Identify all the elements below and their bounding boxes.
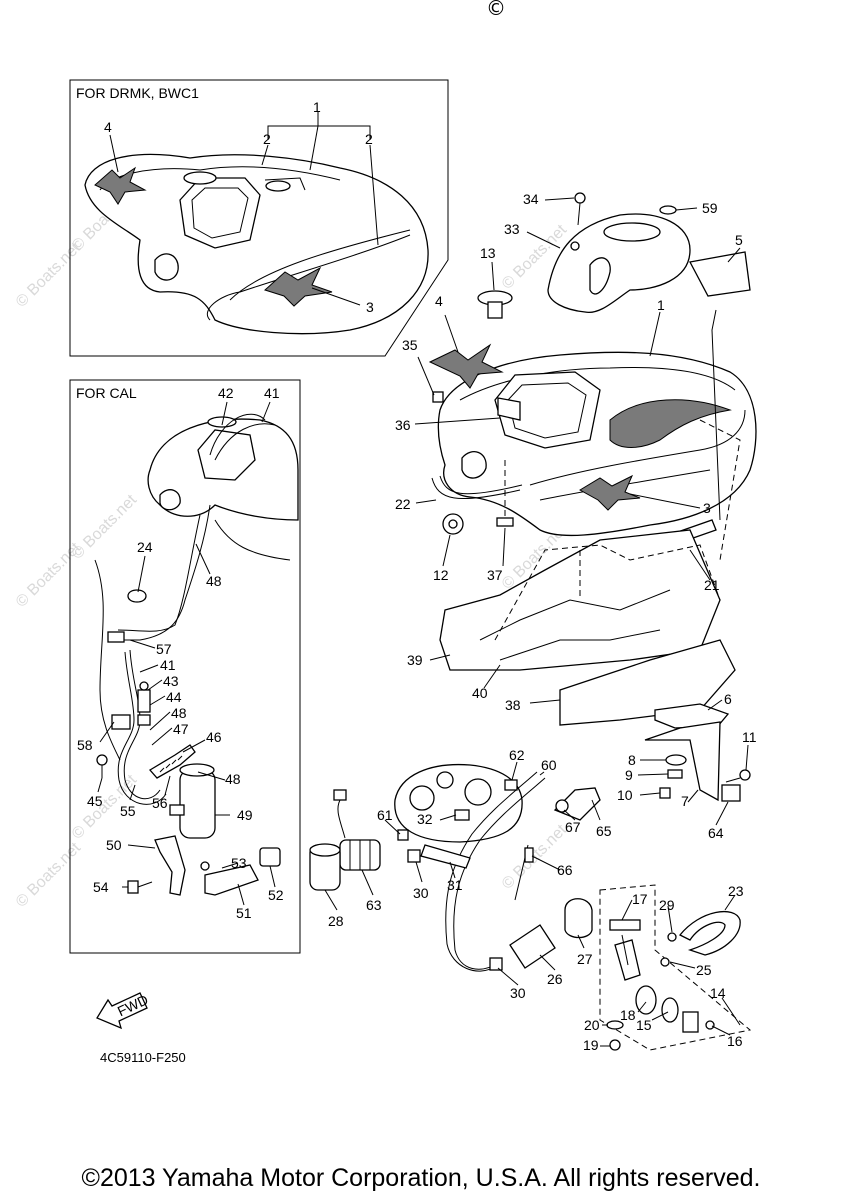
callout-1: 1	[313, 99, 321, 115]
copyright-notice: ©2013 Yamaha Motor Corporation, U.S.A. A…	[81, 1164, 761, 1192]
callout-11: 11	[742, 729, 757, 745]
callout-5: 5	[735, 232, 743, 248]
callout-4: 4	[104, 119, 112, 135]
callout-41: 41	[160, 657, 176, 673]
callout-56: 56	[152, 795, 168, 811]
callout-53: 53	[231, 855, 247, 871]
callout-46: 46	[206, 729, 222, 745]
callout-17: 17	[632, 891, 648, 907]
callout-41: 41	[264, 385, 280, 401]
callout-43: 43	[163, 673, 179, 689]
callout-15: 15	[636, 1017, 652, 1033]
callout-30: 30	[510, 985, 526, 1001]
callout-66: 66	[557, 862, 573, 878]
callout-27: 27	[577, 951, 593, 967]
callout-23: 23	[728, 883, 744, 899]
callout-7: 7	[681, 793, 689, 809]
callout-3: 3	[703, 500, 711, 516]
callout-48: 48	[171, 705, 187, 721]
callout-3: 3	[366, 299, 374, 315]
callout-58: 58	[77, 737, 93, 753]
cal-variant-box: FOR CAL	[69, 379, 301, 954]
callout-12: 12	[433, 567, 449, 583]
fwd-arrow-icon: FWD	[96, 991, 151, 1030]
callout-32: 32	[417, 811, 433, 827]
callout-29: 29	[659, 897, 675, 913]
callout-24: 24	[137, 539, 153, 555]
callout-60: 60	[541, 757, 557, 773]
callout-22: 22	[395, 496, 411, 512]
callout-48: 48	[225, 771, 241, 787]
watermark: © Boats.net	[13, 239, 85, 311]
callout-64: 64	[708, 825, 724, 841]
callout-51: 51	[236, 905, 252, 921]
callout-33: 33	[504, 221, 520, 237]
callout-8: 8	[628, 752, 636, 768]
callout-18: 18	[620, 1007, 636, 1023]
callout-65: 65	[596, 823, 612, 839]
watermark: © Boats.net	[69, 491, 141, 563]
drmk-variant-box: FOR DRMK, BWC1 1 2 2 4 3	[69, 79, 449, 357]
drmk-box-title: FOR DRMK, BWC1	[76, 85, 199, 101]
callout-35: 35	[402, 337, 418, 353]
callout-67: 67	[565, 819, 581, 835]
callout-34: 34	[523, 191, 539, 207]
callout-37: 37	[487, 567, 503, 583]
main-tank-assembly: 34 59 33 5 13 1 4 35 36 22 3 12 37 21 39…	[395, 191, 757, 841]
top-copyright-mark: ©	[486, 0, 506, 20]
callout-62: 62	[509, 747, 525, 763]
callout-30: 30	[413, 885, 429, 901]
callout-61: 61	[377, 807, 393, 823]
callout-52: 52	[268, 887, 284, 903]
diagram-part-code: 4C59110-F250	[100, 1050, 186, 1065]
cal-box-title: FOR CAL	[76, 385, 137, 401]
callout-42: 42	[218, 385, 234, 401]
callout-20: 20	[584, 1017, 600, 1033]
callout-55: 55	[120, 803, 136, 819]
callout-2: 2	[263, 131, 271, 147]
callout-54: 54	[93, 879, 109, 895]
callout-6: 6	[724, 691, 732, 707]
callout-59: 59	[702, 200, 718, 216]
callout-16: 16	[727, 1033, 743, 1049]
callout-63: 63	[366, 897, 382, 913]
callout-31: 31	[447, 877, 463, 893]
callout-21: 21	[704, 577, 720, 593]
callout-19: 19	[583, 1037, 599, 1053]
callout-36: 36	[395, 417, 411, 433]
callout-4: 4	[435, 293, 443, 309]
callout-9: 9	[625, 767, 633, 783]
callout-39: 39	[407, 652, 423, 668]
callout-13: 13	[480, 245, 496, 261]
callout-49: 49	[237, 807, 253, 823]
callout-45: 45	[87, 793, 103, 809]
watermark: © Boats.net	[13, 839, 85, 911]
callout-14: 14	[710, 985, 726, 1001]
callout-50: 50	[106, 837, 122, 853]
fuel-tank-parts-diagram: © Boats.net © Boats.net © Boats.net © Bo…	[13, 79, 757, 1065]
callout-47: 47	[173, 721, 189, 737]
callout-10: 10	[617, 787, 633, 803]
callout-48: 48	[206, 573, 222, 589]
callout-1: 1	[657, 297, 665, 313]
callout-28: 28	[328, 913, 344, 929]
callout-57: 57	[156, 641, 172, 657]
callout-38: 38	[505, 697, 521, 713]
callout-44: 44	[166, 689, 182, 705]
fuel-system-assembly: 62 60 61 32 67 65 66 28 63 30 31 17 29 2…	[309, 747, 752, 1053]
callout-25: 25	[696, 962, 712, 978]
callout-2: 2	[365, 131, 373, 147]
callout-40: 40	[472, 685, 488, 701]
callout-26: 26	[547, 971, 563, 987]
